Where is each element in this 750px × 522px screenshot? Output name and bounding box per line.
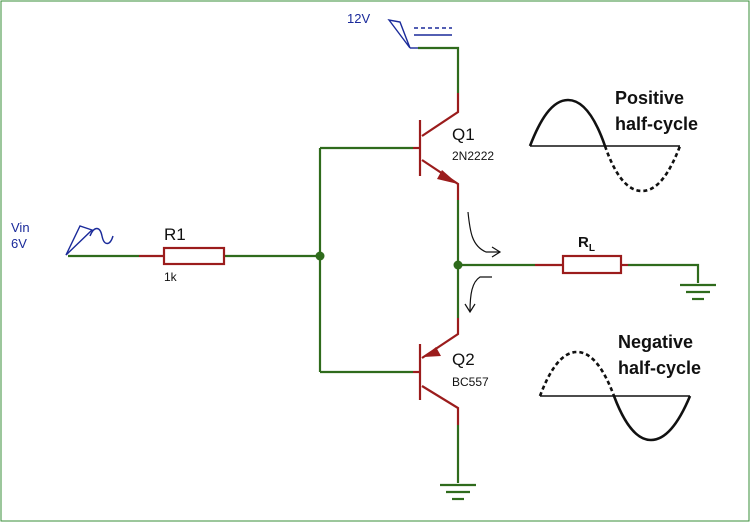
transistor-q1: Q1 2N2222: [413, 93, 494, 200]
q1-ref: Q1: [452, 125, 475, 144]
current-arrow-q1-icon: [467, 211, 502, 258]
negative-label-line1: Negative: [618, 332, 693, 352]
resistor-r1-body: [162, 246, 226, 266]
positive-wave-dashed: [603, 145, 682, 193]
ground-load-icon: [680, 283, 716, 301]
wire-supply: [418, 46, 460, 93]
supply-12v-symbol: 12V: [347, 11, 452, 49]
junction-dot-base: [315, 251, 325, 261]
wires: [68, 46, 700, 483]
supply-label: 12V: [347, 11, 370, 26]
q1-emitter-arrow-icon: [437, 170, 458, 184]
negative-half-cycle-waveform: Negative half-cycle: [538, 332, 701, 442]
q2-collector: [421, 385, 460, 425]
negative-label-line2: half-cycle: [618, 358, 701, 378]
current-arrow-q2-icon: [464, 276, 492, 314]
junction-dot-output: [453, 260, 463, 270]
transistor-q2: Q2 BC557: [413, 318, 489, 425]
ac-symbol-icon: [89, 227, 114, 245]
ground-q2-icon: [440, 483, 476, 501]
wire-load-ground: [628, 263, 700, 283]
negative-wave-solid: [612, 395, 692, 442]
positive-label-line2: half-cycle: [615, 114, 698, 134]
vin-source-symbol: Vin 6V: [11, 220, 114, 256]
resistor-r1: R1 1k: [139, 225, 226, 284]
q2-part: BC557: [452, 375, 489, 389]
q1-part: 2N2222: [452, 149, 494, 163]
positive-wave-solid: [528, 98, 607, 147]
q1-collector: [421, 93, 460, 137]
rl-ref: R: [578, 234, 589, 251]
source-probe-icon: [65, 225, 94, 256]
positive-half-cycle-waveform: Positive half-cycle: [528, 88, 698, 193]
vin-value: 6V: [11, 236, 27, 251]
q2-ref: Q2: [452, 350, 475, 369]
positive-label-line1: Positive: [615, 88, 684, 108]
r1-ref: R1: [164, 225, 186, 244]
vin-name: Vin: [11, 220, 30, 235]
supply-probe-icon: [387, 18, 411, 49]
resistor-rl: RL: [535, 234, 628, 275]
rl-subscript: L: [589, 243, 595, 254]
q2-emitter-arrow-icon: [424, 347, 441, 357]
negative-wave-dashed: [538, 350, 616, 397]
rl-label: RL: [578, 234, 595, 254]
r1-value: 1k: [164, 270, 178, 284]
resistor-rl-body: [561, 254, 623, 275]
